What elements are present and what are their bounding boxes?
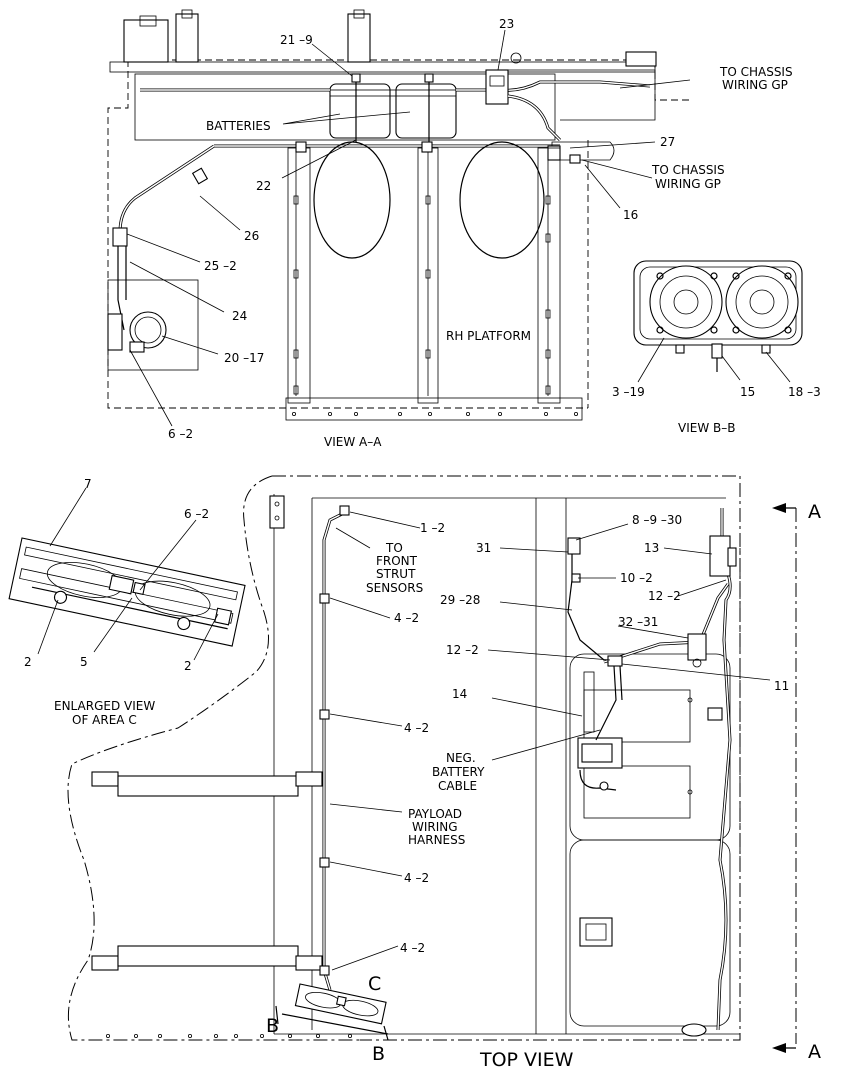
- view-aa: 21 –9 23 TO CHASSIS WIRING GP BATTERIES …: [107, 9, 793, 449]
- callout-27: 27: [660, 135, 675, 149]
- label-payload-1: PAYLOAD: [408, 807, 462, 821]
- callout-13: 13: [644, 541, 659, 555]
- callout-12-2a: 12 –2: [648, 589, 681, 603]
- callout-10-2: 10 –2: [620, 571, 653, 585]
- callout-4-2b: 4 –2: [404, 721, 429, 735]
- callout-18-3: 18 –3: [788, 385, 821, 399]
- callout-12-2b: 12 –2: [446, 643, 479, 657]
- label-to-front-2: FRONT: [376, 554, 418, 568]
- area-mark-c: C: [368, 973, 381, 995]
- label-batteries: BATTERIES: [206, 119, 271, 133]
- label-to-front-3: STRUT: [376, 567, 416, 581]
- callout-11: 11: [774, 679, 789, 693]
- callout-6-2: 6 –2: [168, 427, 193, 441]
- caption-top-view: TOP VIEW: [479, 1049, 574, 1071]
- callout-4-2c: 4 –2: [404, 871, 429, 885]
- callout-29-28: 29 –28: [440, 593, 480, 607]
- callout-7: 7: [84, 477, 92, 491]
- callout-32-31: 32 –31: [618, 615, 658, 629]
- label-to-chassis-1a: TO CHASSIS: [719, 65, 793, 79]
- callout-5: 5: [80, 655, 88, 669]
- callout-22: 22: [256, 179, 271, 193]
- enlarged-view-c: 7 6 –2 2 5 2 ENLARGED VIEW OF AREA C: [8, 477, 246, 727]
- callout-21-9: 21 –9: [280, 33, 313, 47]
- callout-4-2d: 4 –2: [400, 941, 425, 955]
- caption-enlarged-1: ENLARGED VIEW: [54, 699, 155, 713]
- callout-3-19: 3 –19: [612, 385, 645, 399]
- caption-view-aa: VIEW A–A: [324, 435, 382, 449]
- label-to-front-1: TO: [385, 541, 403, 555]
- label-payload-2: WIRING: [412, 820, 458, 834]
- view-bb: 3 –19 15 18 –3 VIEW B–B: [612, 260, 821, 435]
- callout-25-2: 25 –2: [204, 259, 237, 273]
- callout-20-17: 20 –17: [224, 351, 264, 365]
- callout-8-9-30: 8 –9 –30: [632, 513, 682, 527]
- label-neg-2: BATTERY: [432, 765, 485, 779]
- callout-15: 15: [740, 385, 755, 399]
- section-mark-a-top: A: [808, 501, 821, 523]
- label-neg-3: CABLE: [438, 779, 477, 793]
- callout-23: 23: [499, 17, 514, 31]
- label-neg-1: NEG.: [446, 751, 476, 765]
- callout-2a: 2: [24, 655, 32, 669]
- caption-view-bb: VIEW B–B: [678, 421, 735, 435]
- callout-31: 31: [476, 541, 491, 555]
- section-mark-b-left: B: [266, 1015, 279, 1037]
- section-mark-b-right: B: [372, 1043, 385, 1065]
- callout-24: 24: [232, 309, 247, 323]
- top-view: 1 –2 TO FRONT STRUT SENSORS 4 –2 4 –2 PA…: [67, 475, 821, 1071]
- callout-4-2a: 4 –2: [394, 611, 419, 625]
- callout-26: 26: [244, 229, 259, 243]
- callout-2b: 2: [184, 659, 192, 673]
- caption-enlarged-2: OF AREA C: [72, 713, 137, 727]
- label-to-chassis-2b: WIRING GP: [655, 177, 721, 191]
- section-mark-a-bottom: A: [808, 1041, 821, 1063]
- label-to-chassis-1b: WIRING GP: [722, 78, 788, 92]
- label-to-chassis-2a: TO CHASSIS: [651, 163, 725, 177]
- callout-16: 16: [623, 208, 638, 222]
- label-rh-platform: RH PLATFORM: [446, 329, 531, 343]
- callout-6-2-c: 6 –2: [184, 507, 209, 521]
- label-to-front-4: SENSORS: [366, 581, 423, 595]
- label-payload-3: HARNESS: [408, 833, 465, 847]
- callout-1-2: 1 –2: [420, 521, 445, 535]
- callout-14: 14: [452, 687, 467, 701]
